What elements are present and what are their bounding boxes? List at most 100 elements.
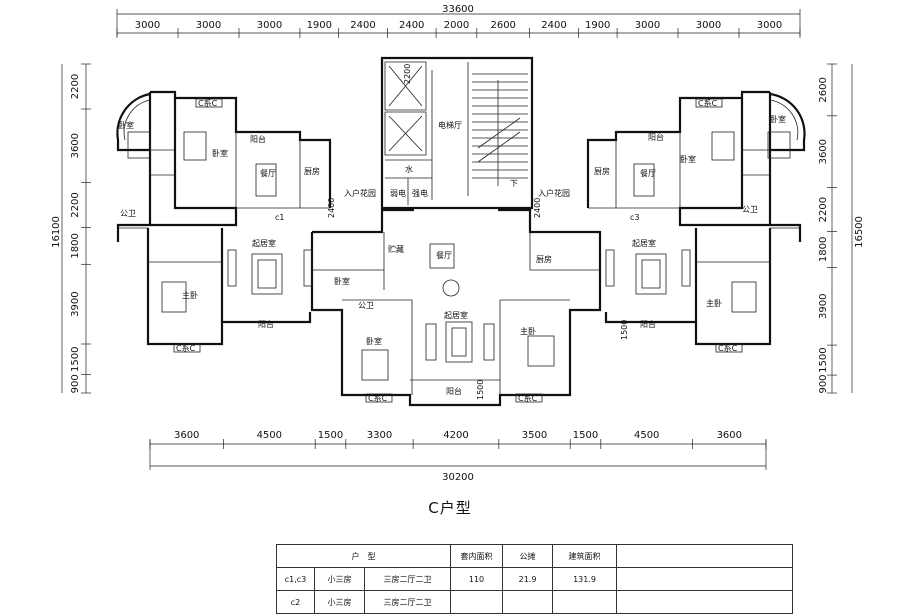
label-bedroom-c2: 卧室 bbox=[366, 336, 382, 346]
dim-left-label: 2200 bbox=[70, 74, 81, 99]
label-dining-r: 餐厅 bbox=[640, 169, 656, 178]
label-public-wc-c: 公卫 bbox=[358, 301, 374, 310]
label-balcony-r1: 阳台 bbox=[648, 132, 664, 142]
label-elevator-hall: 电梯厅 bbox=[438, 120, 462, 130]
header-blank bbox=[616, 544, 794, 568]
cell-layout: 三房二厅二卫 bbox=[363, 567, 452, 591]
cell-building-area: 131.9 bbox=[552, 567, 618, 591]
dim-left-label: 3600 bbox=[70, 133, 81, 158]
core-walls bbox=[380, 56, 534, 210]
window-tag-5: C系C bbox=[368, 393, 388, 403]
dim-top-label: 2400 bbox=[350, 20, 375, 31]
room-labels: 卧室 卧室 阳台 餐厅 厨房 入户花园 起居室 主卧 阳台 公卫 c1 卧室 卧… bbox=[118, 114, 786, 396]
dim-top-label: 3000 bbox=[635, 20, 660, 31]
floor-plan-drawing: 33600 3000 3000 3000 1900 2400 2400 2000 2600 24… bbox=[51, 4, 865, 483]
dim-right-label: 2600 bbox=[818, 77, 829, 102]
label-bedroom-r2: 卧室 bbox=[680, 154, 696, 164]
dim-right-total: 16500 bbox=[854, 216, 865, 248]
label-balcony-c: 阳台 bbox=[446, 386, 462, 396]
label-public-wc-l: 公卫 bbox=[120, 209, 136, 218]
cell-inner-area bbox=[450, 590, 504, 614]
label-entry-garden-l: 入户花园 bbox=[344, 188, 376, 198]
cell-layout: 三房二厅二卫 bbox=[363, 590, 452, 614]
dim-top-label: 2600 bbox=[490, 20, 515, 31]
dim-right-label: 3900 bbox=[818, 294, 829, 319]
cell-inner-area: 110 bbox=[450, 567, 504, 591]
furniture bbox=[127, 131, 791, 381]
cell-type: 小三房 bbox=[314, 567, 365, 591]
label-balcony-l2: 阳台 bbox=[258, 319, 274, 329]
dim-top-label: 2400 bbox=[399, 20, 424, 31]
cell-building-area bbox=[552, 590, 618, 614]
dim-top-label: 3000 bbox=[196, 20, 221, 31]
label-master-c: 主卧 bbox=[520, 326, 536, 336]
header-building-area: 建筑面积 bbox=[552, 544, 618, 568]
dim-inner-4: 2200 bbox=[403, 64, 412, 84]
dim-inner-3: 1500 bbox=[620, 320, 629, 340]
dim-right-label: 2200 bbox=[818, 197, 829, 222]
dim-bottom-label: 4200 bbox=[443, 430, 468, 441]
cell-blank bbox=[616, 590, 794, 614]
label-strong-elec: 强电 bbox=[412, 188, 428, 198]
inner-dimension-notes: 2400 2400 1500 1500 2200 bbox=[327, 64, 629, 400]
cell-code: c1,c3 bbox=[276, 567, 315, 591]
dim-top-label: 2000 bbox=[444, 20, 469, 31]
label-kitchen-l: 厨房 bbox=[304, 166, 320, 176]
label-living-r: 起居室 bbox=[632, 238, 656, 248]
dim-inner-1: 2400 bbox=[533, 198, 542, 218]
dim-inner-2: 1500 bbox=[476, 380, 485, 400]
right-wing-walls bbox=[586, 90, 806, 346]
dim-top-total: 33600 bbox=[442, 4, 474, 15]
label-master-r: 主卧 bbox=[706, 298, 722, 308]
table-row: c2 小三房 三房二厅二卫 bbox=[276, 590, 794, 614]
label-dining-l: 餐厅 bbox=[260, 169, 276, 178]
label-dining-c: 餐厅 bbox=[436, 251, 452, 260]
dim-right-label: 1500 bbox=[818, 347, 829, 372]
label-balcony-r2: 阳台 bbox=[640, 319, 656, 329]
dim-left-label: 3900 bbox=[70, 291, 81, 316]
dim-bottom-label: 3600 bbox=[717, 430, 742, 441]
label-bedroom-l2: 卧室 bbox=[212, 148, 228, 158]
dim-right-label: 3600 bbox=[818, 139, 829, 164]
cell-shared bbox=[502, 590, 554, 614]
header-unit-type: 户 型 bbox=[275, 544, 452, 568]
cell-shared: 21.9 bbox=[502, 567, 554, 591]
window-tag-1: C系C bbox=[198, 98, 218, 108]
dim-bottom-label: 1500 bbox=[318, 430, 343, 441]
label-storage: 贮藏 bbox=[388, 244, 404, 254]
dim-top-label: 3000 bbox=[135, 20, 160, 31]
dim-bottom-label: 4500 bbox=[257, 430, 282, 441]
dim-left-label: 1500 bbox=[70, 347, 81, 372]
label-entry-garden-r: 入户花园 bbox=[538, 188, 570, 198]
dim-bottom-label: 3500 bbox=[522, 430, 547, 441]
dim-right-label: 1800 bbox=[818, 237, 829, 262]
header-shared: 公摊 bbox=[502, 544, 554, 568]
dim-top-label: 1900 bbox=[585, 20, 610, 31]
dim-top-label: 3000 bbox=[696, 20, 721, 31]
dim-bottom-label: 3300 bbox=[367, 430, 392, 441]
label-bedroom-l1: 卧室 bbox=[118, 120, 134, 130]
dim-left-total: 16100 bbox=[51, 216, 62, 248]
dim-bottom-label: 1500 bbox=[573, 430, 598, 441]
area-table-header-row: 户 型 套内面积 公摊 建筑面积 bbox=[275, 544, 794, 568]
label-bedroom-c1: 卧室 bbox=[334, 276, 350, 286]
cell-blank bbox=[616, 567, 794, 591]
dim-bottom-label: 3600 bbox=[174, 430, 199, 441]
table-row: c1,c3 小三房 三房二厅二卫 110 21.9 131.9 bbox=[276, 567, 794, 591]
label-bedroom-r1: 卧室 bbox=[770, 114, 786, 124]
dim-bottom-total: 30200 bbox=[442, 472, 474, 483]
label-living-c: 起居室 bbox=[444, 310, 468, 320]
label-weak-elec: 弱电 bbox=[390, 188, 406, 198]
cell-type: 小三房 bbox=[314, 590, 365, 614]
label-unit-c1: c1 bbox=[275, 213, 285, 222]
cell-code: c2 bbox=[276, 590, 315, 614]
window-tag-3: C系C bbox=[176, 343, 196, 353]
window-tag-2: C系C bbox=[698, 98, 718, 108]
label-kitchen-c: 厨房 bbox=[536, 254, 552, 264]
plan-caption: C户型 bbox=[428, 499, 472, 517]
label-water: 水 bbox=[405, 164, 413, 174]
